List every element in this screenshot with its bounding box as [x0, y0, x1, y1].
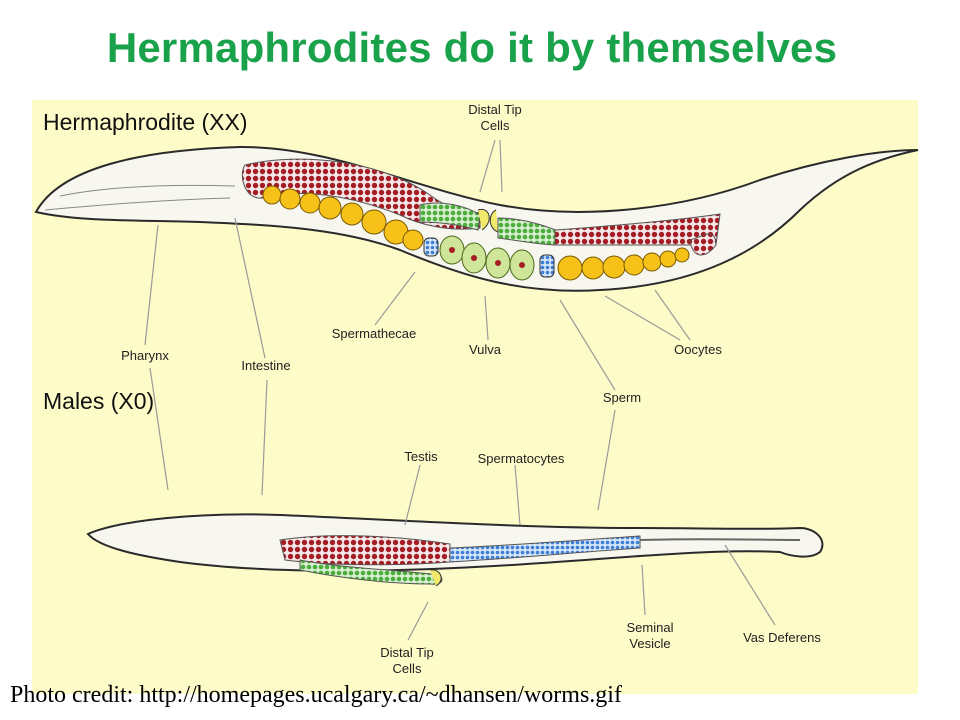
- callout-testis: Testis: [404, 449, 438, 464]
- callout-vulva: Vulva: [468, 342, 502, 357]
- pointer-lines: [144, 139, 776, 641]
- callout-spermathecae: Spermathecae: [331, 326, 417, 341]
- callout-seminal-vesicle: Seminal Vesicle: [626, 620, 674, 651]
- male-label: Males (X0): [43, 388, 155, 414]
- callout-distal-tip-cells-top: Distal Tip Cells: [468, 102, 522, 133]
- hermaphrodite-oocytes-right: [557, 247, 690, 281]
- callout-intestine: Intestine: [241, 358, 291, 373]
- hermaphrodite-label: Hermaphrodite (XX): [43, 109, 248, 135]
- callout-spermatocytes: Spermatocytes: [477, 451, 565, 466]
- male-worm: [86, 513, 824, 587]
- male-body: [86, 513, 824, 572]
- callout-distal-tip-cells-bottom: Distal Tip Cells: [380, 645, 434, 676]
- hermaphrodite-embryos: [439, 235, 535, 281]
- male-testis: [279, 535, 451, 566]
- callout-vas-deferens: Vas Deferens: [743, 630, 821, 645]
- callout-sperm: Sperm: [602, 390, 642, 405]
- callout-pharynx: Pharynx: [121, 348, 169, 363]
- male-spermatocytes: [449, 535, 641, 563]
- page-title: Hermaphrodites do it by themselves: [106, 24, 838, 71]
- hermaphrodite-worm: [34, 145, 919, 292]
- photo-credit: Photo credit: http://homepages.ucalgary.…: [10, 682, 622, 708]
- callout-oocytes: Oocytes: [674, 342, 722, 357]
- hermaphrodite-oocytes-left: [262, 185, 424, 251]
